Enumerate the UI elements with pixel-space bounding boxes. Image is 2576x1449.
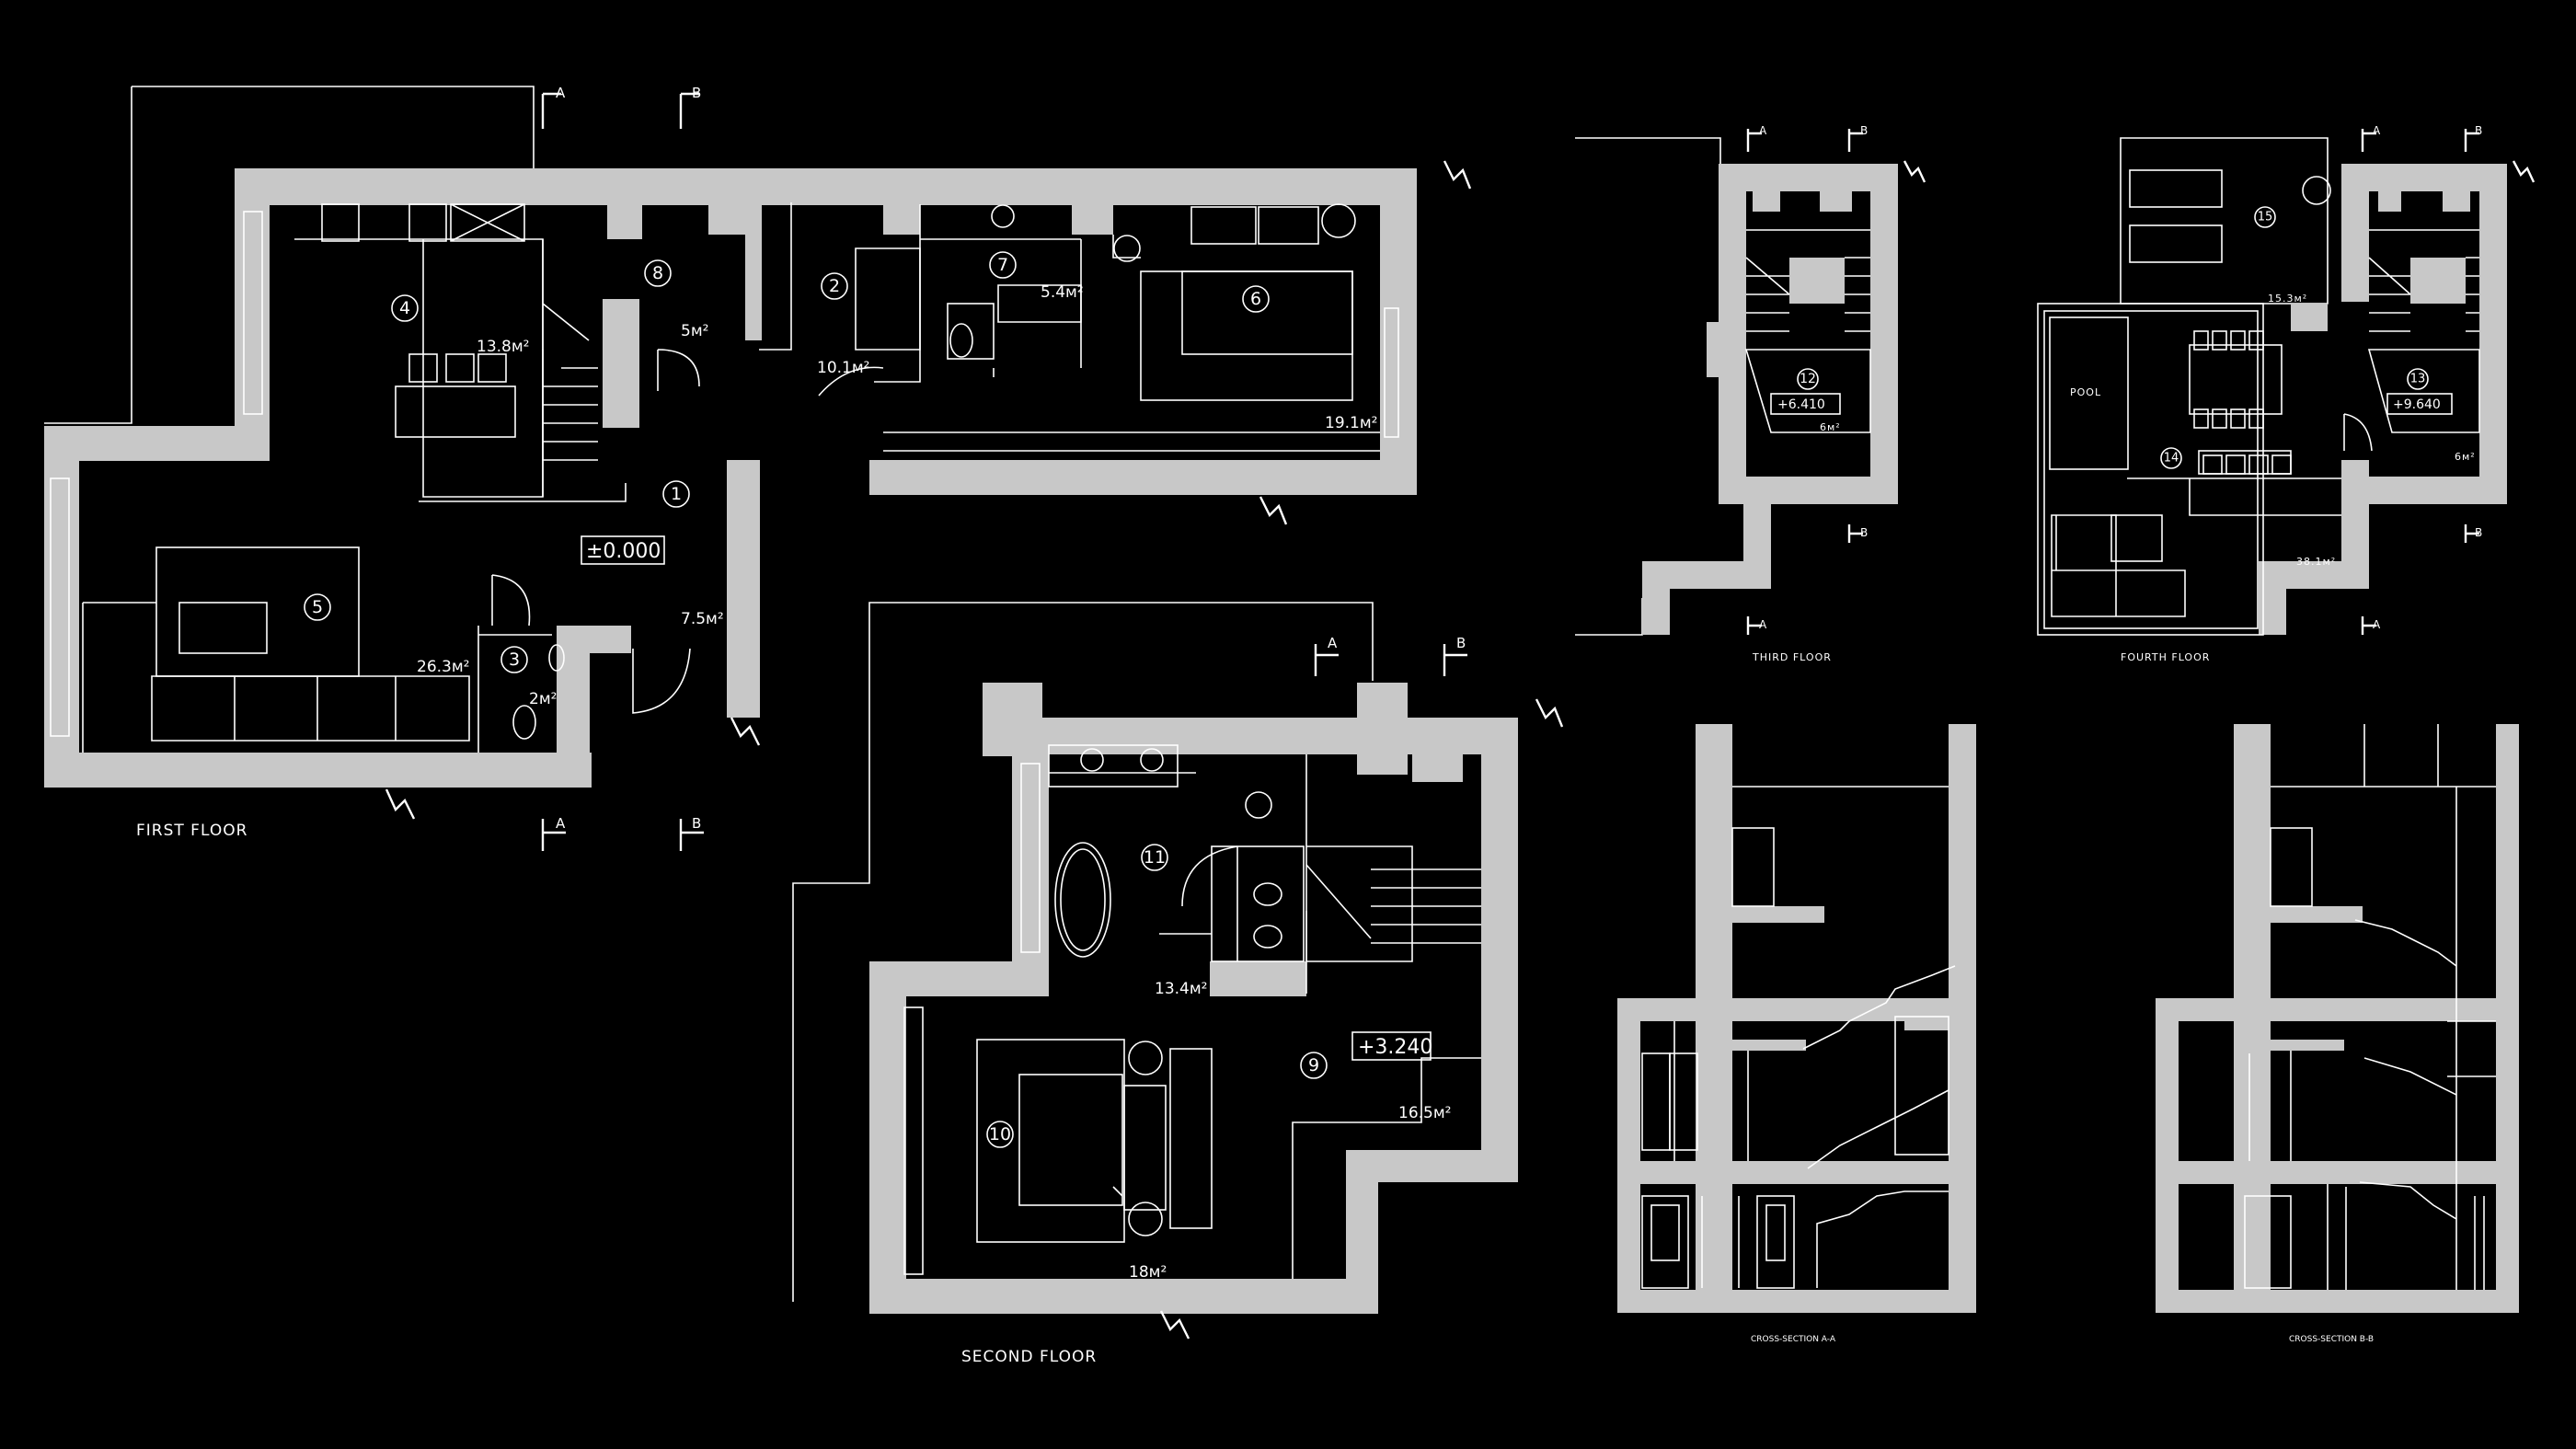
caption-first-floor: FIRST FLOOR xyxy=(136,822,247,840)
area-room-14: 38.1м² xyxy=(2296,556,2336,568)
area-room-1: 7.5м² xyxy=(681,610,724,628)
fourth-floor-plan: POOL A B B A 15 15.3м² 14 38.1м² 13 +9.6… xyxy=(2037,124,2536,663)
bathroom-door-swing xyxy=(491,574,531,627)
room-number-5: 5 xyxy=(312,597,323,617)
terrace-outline xyxy=(2037,303,2264,636)
first-floor-corridor-wall xyxy=(727,460,760,718)
room-number-9: 9 xyxy=(1308,1055,1319,1075)
room-number-6: 6 xyxy=(1250,289,1261,309)
cross-section-b-b: CROSS-SECTION B-B xyxy=(2156,724,2519,1344)
level-second-floor: +3.240 xyxy=(1358,1036,1432,1059)
area-room-5: 26.3м² xyxy=(417,658,470,676)
area-room-10: 18м² xyxy=(1129,1263,1167,1282)
room-number-13: 13 xyxy=(2410,373,2426,386)
room-number-4: 4 xyxy=(399,298,410,318)
area-room-2: 10.1м² xyxy=(817,359,870,377)
first-floor-south-wall xyxy=(44,753,592,788)
area-room-8: 5м² xyxy=(681,322,708,340)
section-mark-a-fourth: A xyxy=(2373,124,2381,137)
section-mark-b-third-bottom: B xyxy=(1860,526,1868,539)
bathtub xyxy=(1054,842,1111,958)
second-floor-north-wall xyxy=(983,718,1516,754)
second-floor-east-wall xyxy=(1481,718,1518,1182)
room-number-11: 11 xyxy=(1144,847,1166,868)
third-floor-plan: A B B A 12 +6.410 6м² THIRD FLOOR xyxy=(1575,124,1926,663)
label-pool: POOL xyxy=(2070,386,2101,398)
pool xyxy=(2049,316,2129,470)
room-number-7: 7 xyxy=(997,255,1008,275)
first-floor-plan: A B A B 4 8 2 7 6 1 5 3 13.8м² 5м² 10.1м… xyxy=(44,85,1472,851)
room-circle-4 xyxy=(391,294,419,322)
area-room-15: 15.3м² xyxy=(2268,293,2307,305)
entrance-door-swing xyxy=(632,648,691,714)
section-mark-a-fourth-bottom: A xyxy=(2373,618,2381,631)
room-number-3: 3 xyxy=(509,650,520,670)
caption-third-floor: THIRD FLOOR xyxy=(1752,651,1832,663)
room-number-1: 1 xyxy=(671,484,682,504)
section-mark-a-third: A xyxy=(1759,124,1767,137)
area-room-6: 19.1м² xyxy=(1325,414,1378,432)
kitchen-island xyxy=(395,385,516,438)
section-mark-a-third-bottom: A xyxy=(1759,618,1767,631)
area-room-11: 13.4м² xyxy=(1155,980,1208,998)
level-first-floor: ±0.000 xyxy=(586,540,661,563)
caption-fourth-floor: FOURTH FLOOR xyxy=(2121,651,2210,663)
room-number-14: 14 xyxy=(2164,452,2179,466)
second-floor-plan: A B 11 9 10 13.4м² 16.5м² 18м² +3.240 SE… xyxy=(792,602,1564,1366)
area-room-3: 2м² xyxy=(529,690,557,708)
caption-cross-section-b-b: CROSS-SECTION B-B xyxy=(2289,1335,2374,1344)
section-mark-b-fourth: B xyxy=(2475,124,2482,137)
caption-second-floor: SECOND FLOOR xyxy=(961,1348,1097,1366)
section-mark-b-third: B xyxy=(1860,124,1868,137)
room-number-10: 10 xyxy=(989,1124,1011,1144)
shower-wc xyxy=(947,303,995,360)
area-room-4: 13.8м² xyxy=(477,338,530,356)
section-mark-b-fourth-bottom: B xyxy=(2475,526,2482,539)
room-number-15: 15 xyxy=(2258,211,2273,224)
room-number-12: 12 xyxy=(1800,372,1816,386)
section-mark-a-bottom: A xyxy=(556,815,566,832)
first-floor-south-east-wall xyxy=(869,460,1417,495)
first-floor-north-wall xyxy=(235,168,1417,205)
caption-cross-section-a-a: CROSS-SECTION A-A xyxy=(1751,1335,1836,1344)
level-fourth-floor: +9.640 xyxy=(2393,397,2441,412)
area-room-13: 6м² xyxy=(2455,451,2476,463)
area-room-9: 16.5м² xyxy=(1398,1104,1452,1122)
section-mark-b-top: B xyxy=(692,85,701,101)
section-mark-a-second: A xyxy=(1328,635,1338,651)
section-mark-b-second: B xyxy=(1456,635,1466,651)
area-room-7: 5.4м² xyxy=(1041,283,1084,302)
room-number-2: 2 xyxy=(829,276,840,296)
room-number-8: 8 xyxy=(652,263,663,283)
second-floor-south-wall xyxy=(869,1279,1378,1314)
section-mark-a-top: A xyxy=(556,85,566,101)
area-room-12: 6м² xyxy=(1820,421,1841,433)
level-third-floor: +6.410 xyxy=(1777,397,1825,412)
living-room-rug xyxy=(155,546,360,677)
cross-section-a-a: CROSS-SECTION A-A xyxy=(1617,724,1976,1344)
section-mark-b-bottom: B xyxy=(692,815,701,832)
